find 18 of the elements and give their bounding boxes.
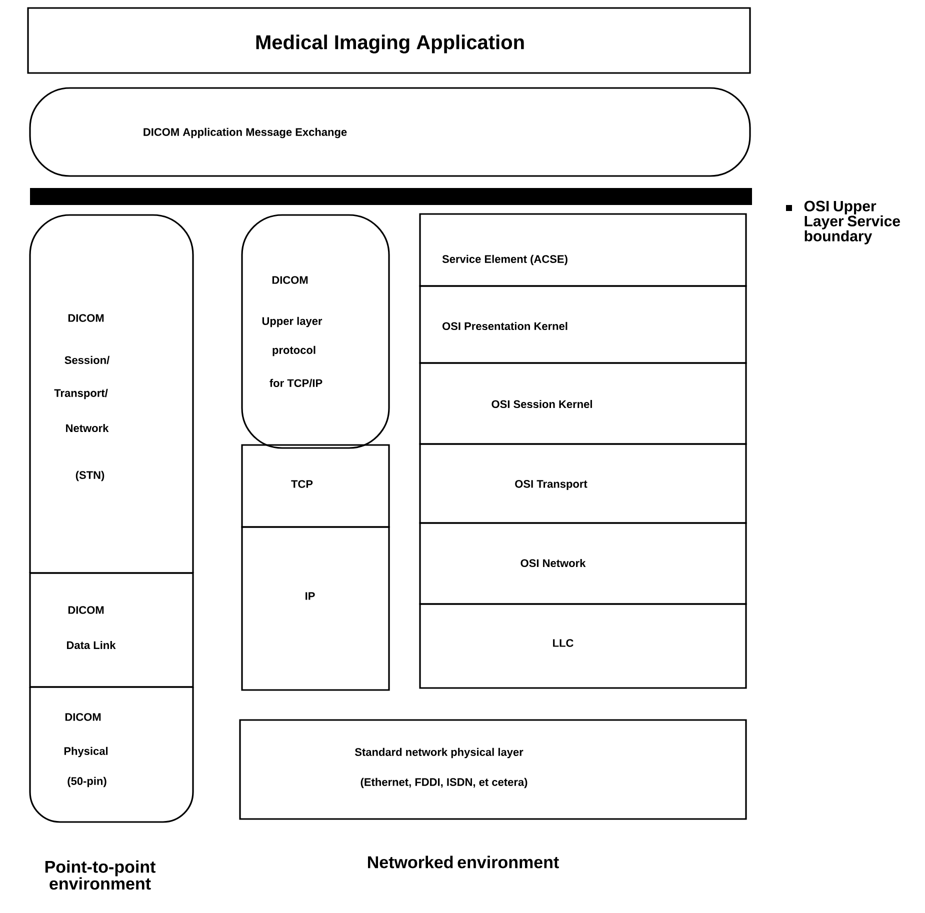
layer-box: Standard network physical layer (Ethernet, FDDI, ISDN, et cetera) <box>239 719 747 820</box>
layer-box: OSI Network <box>419 522 747 605</box>
environment-label: Networked environment <box>368 856 559 868</box>
layer-box: TCP <box>241 444 390 528</box>
layer-box: IP <box>241 526 390 691</box>
layer-box: OSI Presentation Kernel <box>419 285 747 364</box>
layer-box: OSI Transport <box>419 443 747 524</box>
environment-label: Point-to-point environment <box>45 860 156 890</box>
layer-box: DICOM Session/ Transport/ Network (STN) <box>29 214 194 574</box>
message-exchange-box: DICOM Application Message Exchange <box>29 87 751 177</box>
layer-box: DICOM Physical (50-pin) <box>29 686 194 823</box>
boundary-note: OSI Upper Layer Service boundary <box>804 200 900 244</box>
layer-box: DICOM Upper layer protocol for TCP/IP <box>241 214 390 449</box>
layer-box: LLC <box>419 603 747 689</box>
layer-box: Service Element (ACSE) <box>419 213 747 287</box>
layer-box: DICOM Data Link <box>29 572 194 688</box>
application-box: Medical Imaging Application <box>27 7 751 74</box>
layer-box: OSI Session Kernel <box>419 362 747 445</box>
